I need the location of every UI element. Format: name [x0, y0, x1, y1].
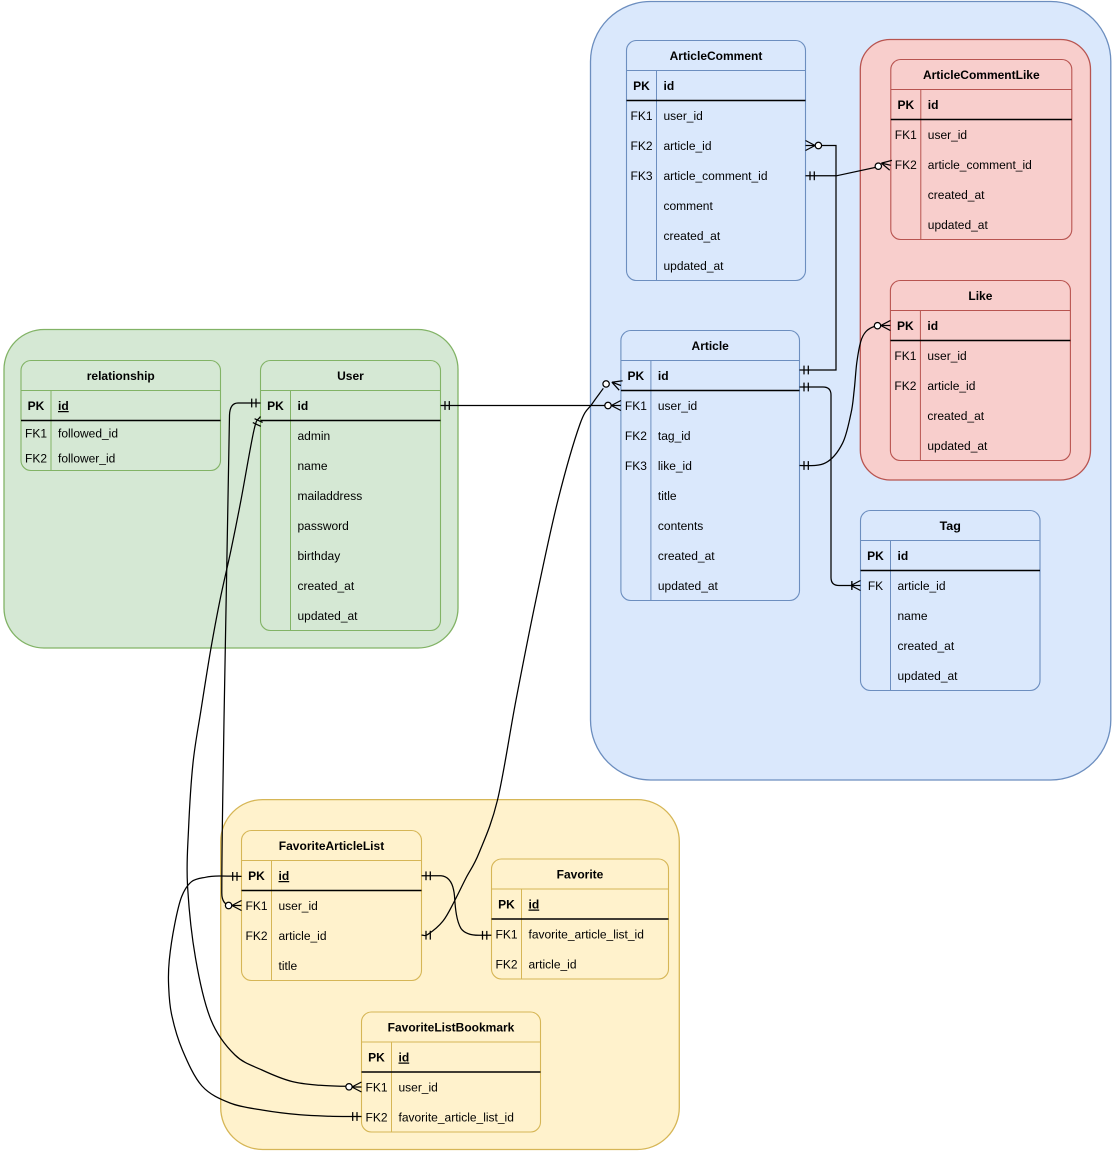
svg-text:PK: PK	[897, 319, 914, 333]
svg-text:FK2: FK2	[631, 139, 653, 153]
svg-text:PK: PK	[267, 399, 284, 413]
svg-text:like_id: like_id	[658, 459, 692, 473]
svg-text:id: id	[298, 399, 309, 413]
svg-text:FK2: FK2	[496, 958, 518, 972]
svg-text:article_id: article_id	[664, 139, 712, 153]
svg-text:follower_id: follower_id	[58, 452, 115, 466]
svg-text:FK: FK	[868, 579, 884, 593]
svg-text:id: id	[898, 549, 909, 563]
svg-text:FK1: FK1	[246, 899, 268, 913]
svg-text:title: title	[279, 959, 298, 973]
svg-text:Tag: Tag	[940, 519, 961, 533]
svg-text:mailaddress: mailaddress	[298, 489, 363, 503]
svg-text:created_at: created_at	[658, 549, 715, 563]
svg-text:FK1: FK1	[631, 109, 653, 123]
svg-text:PK: PK	[628, 369, 645, 383]
svg-text:PK: PK	[897, 98, 914, 112]
svg-text:favorite_article_list_id: favorite_article_list_id	[399, 1111, 514, 1125]
svg-text:contents: contents	[658, 519, 703, 533]
svg-text:FK2: FK2	[895, 158, 917, 172]
svg-text:article_comment_id: article_comment_id	[928, 158, 1032, 172]
svg-text:user_id: user_id	[927, 349, 966, 363]
svg-text:updated_at: updated_at	[928, 218, 989, 232]
svg-text:FavoriteArticleList: FavoriteArticleList	[279, 839, 384, 853]
svg-text:FK3: FK3	[631, 169, 653, 183]
svg-text:title: title	[658, 489, 677, 503]
svg-text:admin: admin	[298, 429, 331, 443]
svg-text:name: name	[898, 609, 928, 623]
svg-text:created_at: created_at	[928, 188, 985, 202]
svg-text:updated_at: updated_at	[658, 579, 719, 593]
svg-text:password: password	[298, 519, 349, 533]
svg-text:article_id: article_id	[927, 379, 975, 393]
svg-text:ArticleCommentLike: ArticleCommentLike	[923, 68, 1040, 82]
svg-text:created_at: created_at	[927, 409, 984, 423]
svg-text:followed_id: followed_id	[58, 427, 118, 441]
svg-text:FK1: FK1	[625, 399, 647, 413]
svg-text:name: name	[298, 459, 328, 473]
svg-text:FK2: FK2	[894, 379, 916, 393]
svg-text:tag_id: tag_id	[658, 429, 691, 443]
svg-text:user_id: user_id	[664, 109, 703, 123]
svg-text:FK1: FK1	[366, 1081, 388, 1095]
svg-text:PK: PK	[498, 898, 515, 912]
svg-text:Article: Article	[692, 339, 729, 353]
svg-text:FK2: FK2	[625, 429, 647, 443]
svg-text:id: id	[664, 79, 675, 93]
svg-text:ArticleComment: ArticleComment	[670, 49, 763, 63]
svg-text:updated_at: updated_at	[898, 669, 959, 683]
svg-text:created_at: created_at	[898, 639, 955, 653]
svg-text:FK1: FK1	[895, 128, 917, 142]
svg-text:updated_at: updated_at	[664, 259, 725, 273]
svg-text:id: id	[58, 399, 69, 413]
svg-text:article_comment_id: article_comment_id	[664, 169, 768, 183]
svg-text:birthday: birthday	[298, 549, 341, 563]
svg-text:user_id: user_id	[928, 128, 967, 142]
svg-text:comment: comment	[664, 199, 714, 213]
svg-text:PK: PK	[248, 869, 265, 883]
svg-text:id: id	[529, 898, 540, 912]
svg-text:updated_at: updated_at	[298, 609, 359, 623]
svg-text:id: id	[279, 869, 290, 883]
svg-text:created_at: created_at	[298, 579, 355, 593]
svg-text:user_id: user_id	[279, 899, 318, 913]
svg-text:PK: PK	[633, 79, 650, 93]
svg-text:Favorite: Favorite	[557, 868, 604, 882]
svg-text:user_id: user_id	[399, 1081, 438, 1095]
svg-text:PK: PK	[867, 549, 884, 563]
svg-text:User: User	[337, 369, 364, 383]
svg-text:FK3: FK3	[625, 459, 647, 473]
svg-text:favorite_article_list_id: favorite_article_list_id	[529, 928, 644, 942]
svg-text:PK: PK	[368, 1051, 385, 1065]
svg-text:id: id	[658, 369, 669, 383]
svg-text:FK1: FK1	[496, 928, 518, 942]
svg-text:FK2: FK2	[246, 929, 268, 943]
svg-text:created_at: created_at	[664, 229, 721, 243]
svg-text:FK2: FK2	[25, 452, 47, 466]
svg-text:article_id: article_id	[898, 579, 946, 593]
svg-text:article_id: article_id	[529, 958, 577, 972]
svg-text:id: id	[399, 1051, 410, 1065]
svg-text:updated_at: updated_at	[927, 439, 988, 453]
svg-text:FK2: FK2	[366, 1111, 388, 1125]
svg-text:user_id: user_id	[658, 399, 697, 413]
svg-text:id: id	[927, 319, 938, 333]
svg-text:PK: PK	[28, 399, 45, 413]
svg-text:article_id: article_id	[279, 929, 327, 943]
svg-text:Like: Like	[968, 289, 992, 303]
svg-text:relationship: relationship	[87, 369, 155, 383]
svg-text:FK1: FK1	[25, 427, 47, 441]
svg-text:id: id	[928, 98, 939, 112]
svg-text:FK1: FK1	[894, 349, 916, 363]
svg-text:FavoriteListBookmark: FavoriteListBookmark	[388, 1021, 515, 1035]
